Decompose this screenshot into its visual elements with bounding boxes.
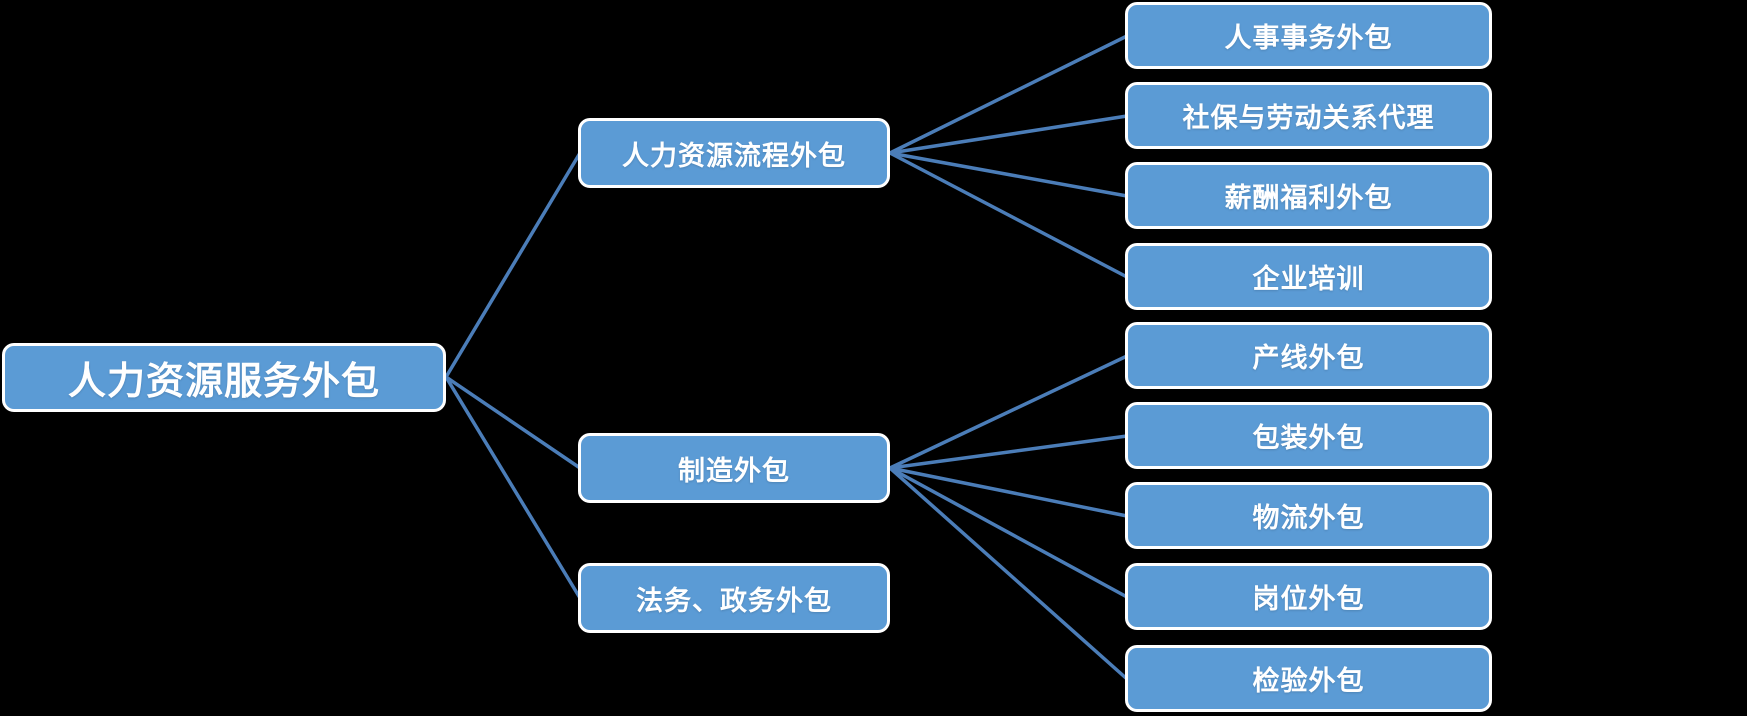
node-branch-manufacturing-outsourcing[interactable]: 制造外包 bbox=[578, 433, 890, 503]
node-leaf-inspection-outsourcing[interactable]: 检验外包 bbox=[1125, 645, 1492, 712]
node-root-hr-service-outsourcing[interactable]: 人力资源服务外包 bbox=[2, 343, 446, 412]
node-leaf-payroll-benefits-outsourcing[interactable]: 薪酬福利外包 bbox=[1125, 162, 1492, 229]
node-branch-legal-government-outsourcing[interactable]: 法务、政务外包 bbox=[578, 563, 890, 633]
edge-branch1-leaf4 bbox=[888, 354, 1129, 470]
edge-root-branch0 bbox=[444, 151, 582, 379]
node-branch-hr-process-outsourcing[interactable]: 人力资源流程外包 bbox=[578, 118, 890, 188]
edge-branch0-leaf0 bbox=[888, 34, 1129, 155]
node-leaf-corporate-training[interactable]: 企业培训 bbox=[1125, 243, 1492, 310]
node-leaf-personnel-affairs-outsourcing[interactable]: 人事事务外包 bbox=[1125, 2, 1492, 69]
edge-branch1-leaf6 bbox=[888, 466, 1129, 518]
edge-branch1-leaf7 bbox=[888, 466, 1129, 599]
node-leaf-social-security-labor-relations-agency[interactable]: 社保与劳动关系代理 bbox=[1125, 82, 1492, 149]
node-leaf-position-outsourcing[interactable]: 岗位外包 bbox=[1125, 563, 1492, 630]
edge-branch1-leaf5 bbox=[888, 434, 1129, 470]
edge-root-branch1 bbox=[444, 375, 582, 470]
node-leaf-packaging-outsourcing[interactable]: 包装外包 bbox=[1125, 402, 1492, 469]
edge-branch1-leaf8 bbox=[888, 466, 1129, 681]
node-leaf-production-line-outsourcing[interactable]: 产线外包 bbox=[1125, 322, 1492, 389]
edge-branch0-leaf3 bbox=[888, 151, 1129, 279]
edge-root-branch2 bbox=[444, 375, 582, 600]
edge-branch0-leaf2 bbox=[888, 151, 1129, 198]
node-leaf-logistics-outsourcing[interactable]: 物流外包 bbox=[1125, 482, 1492, 549]
edge-branch0-leaf1 bbox=[888, 114, 1129, 155]
